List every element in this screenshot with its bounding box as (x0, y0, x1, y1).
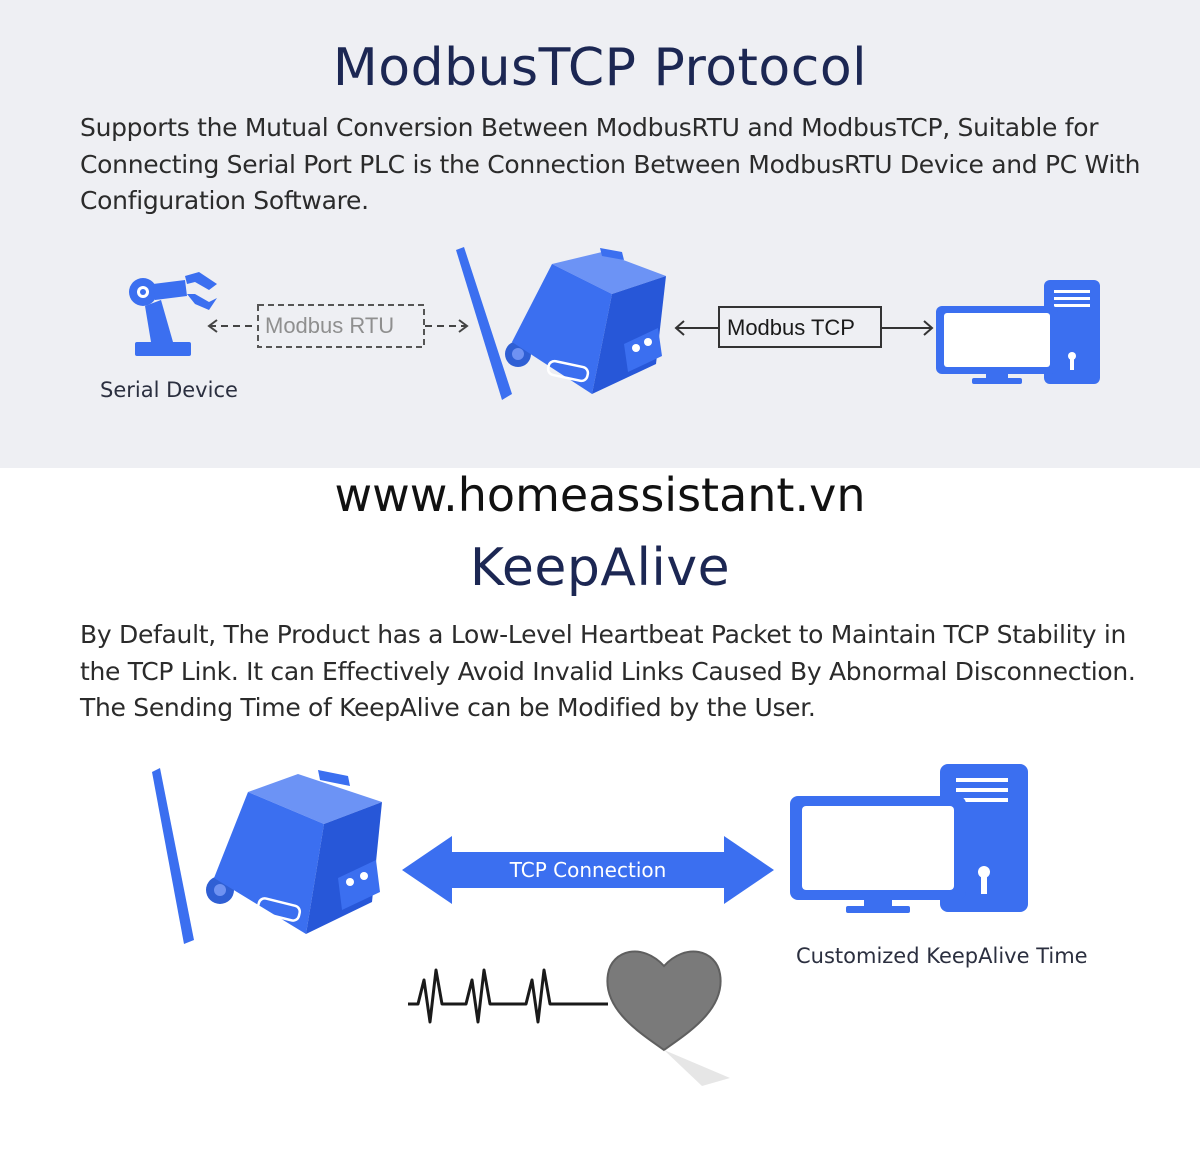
modbus-rtu-label: Modbus RTU (265, 313, 394, 338)
desktop-computer-icon (936, 280, 1100, 384)
robot-arm-icon (129, 272, 217, 356)
section2-description: By Default, The Product has a Low-Level … (80, 620, 1136, 722)
serial-device-label: Serial Device (100, 378, 238, 402)
wireless-gateway-icon (456, 247, 666, 400)
modbus-rtu-link: Modbus RTU (207, 304, 469, 348)
website-url: www.homeassistant.vn (334, 468, 866, 522)
keepalive-time-label: Customized KeepAlive Time (796, 944, 1088, 968)
heart-icon (606, 950, 730, 1086)
desktop-computer-icon (790, 764, 1028, 913)
heartbeat-line-icon (408, 968, 608, 1024)
tcp-connection-arrow: TCP Connection (402, 836, 774, 904)
section1-description: Supports the Mutual Conversion Between M… (80, 113, 1141, 215)
tcp-connection-label: TCP Connection (509, 858, 667, 882)
section2-title: KeepAlive (469, 538, 731, 598)
section1-title: ModbusTCP Protocol (332, 38, 868, 98)
modbus-tcp-link: Modbus TCP (674, 306, 934, 348)
modbus-tcp-label: Modbus TCP (727, 315, 855, 340)
wireless-gateway-icon (152, 768, 382, 944)
